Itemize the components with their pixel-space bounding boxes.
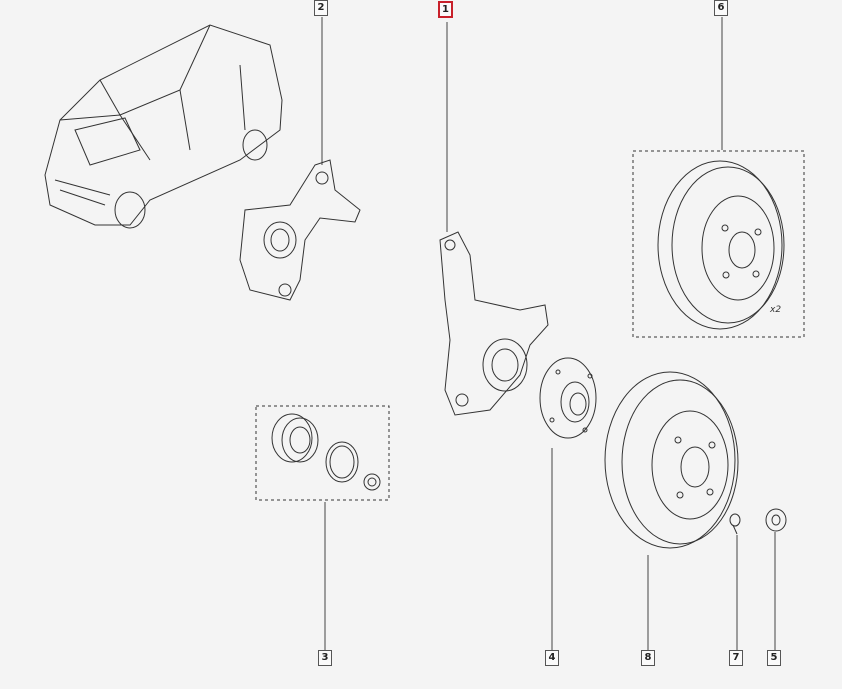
- callout-3[interactable]: 3: [318, 650, 332, 666]
- knuckle-1-illustration: [439, 231, 549, 416]
- callout-5[interactable]: 5: [767, 650, 781, 666]
- callout-7[interactable]: 7: [729, 650, 743, 666]
- brake-disc-6-illustration: [657, 160, 785, 330]
- callout-2[interactable]: 2: [314, 0, 328, 16]
- quantity-note: x2: [770, 305, 782, 315]
- knuckle-2-illustration: [239, 159, 361, 301]
- bearing-kit-illustration: [271, 413, 381, 491]
- brake-disc-8-illustration: [604, 371, 739, 549]
- van-illustration: [44, 24, 283, 229]
- nut-illustration: [765, 508, 787, 532]
- screw-illustration: [729, 513, 741, 535]
- disc-kit-box: [632, 150, 805, 338]
- hub-illustration: [539, 357, 597, 439]
- callout-1-selected[interactable]: 1: [438, 1, 453, 18]
- bearing-kit-box: [255, 405, 390, 501]
- callout-4[interactable]: 4: [545, 650, 559, 666]
- callout-6[interactable]: 6: [714, 0, 728, 16]
- leader-lines: [321, 17, 776, 650]
- callout-8[interactable]: 8: [641, 650, 655, 666]
